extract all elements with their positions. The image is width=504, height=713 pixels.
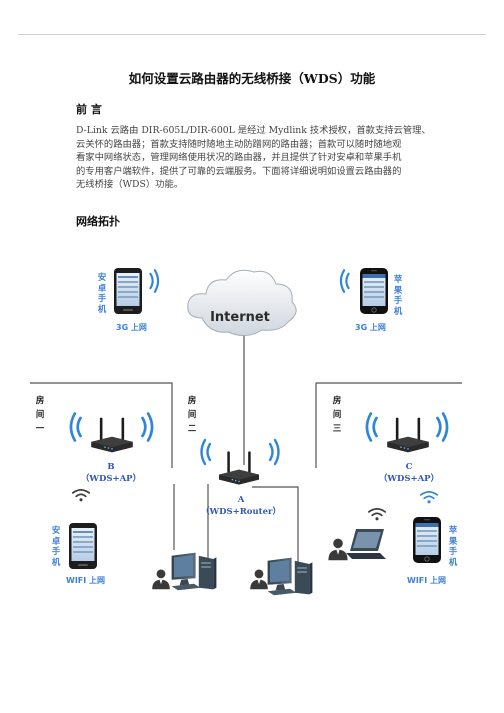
router-b-caption: B （WDS+AP） [51,461,171,485]
wifi-waves-icon [149,269,160,293]
apple-top-label: 苹果手机 [393,274,403,316]
router-c-name: C [405,462,413,472]
preface-line: D-Link 云路由 DIR-605L/DIR-600L 是经过 Mydlink… [76,125,431,136]
android-bottom-caption: WIFI 上网 [66,576,106,585]
router-a-caption: A （WDS+Router） [181,494,301,518]
room-two-label: 房间二 [187,395,197,433]
router-a-name: A [237,495,245,505]
wifi-waves-icon [436,412,449,442]
network-cables [30,328,462,565]
router-b-role: （WDS+AP） [80,474,142,484]
topology-heading: 网络拓扑 [76,215,120,228]
header-rule [18,34,486,35]
router-a-icon [219,451,259,485]
wifi-waves-icon [419,490,439,505]
wifi-waves-icon [365,412,378,442]
router-c-role: （WDS+AP） [378,474,440,484]
router-b-name: B [107,462,115,472]
preface-line: 无线桥接（WDS）功能。 [76,179,184,191]
user-icon [250,569,268,590]
document-title: 如何设置云路由器的无线桥接（WDS）功能 [128,71,376,86]
internet-label: Internet [210,310,270,325]
iphone-icon [412,516,442,564]
iphone-icon [359,267,389,315]
android-top-label: 安卓手机 [97,272,107,314]
wifi-waves-icon [268,438,280,466]
room-three-label: 房间三 [332,395,342,433]
apple-bottom-caption: WIFI 上网 [407,576,447,585]
router-c-icon [387,417,429,453]
android-top-caption: 3G 上网 [116,323,147,332]
android-bottom-label: 安卓手机 [51,525,61,567]
desktop-pc-icon [267,557,313,596]
wifi-waves-icon [367,507,387,522]
apple-top-caption: 3G 上网 [355,323,386,332]
android-phone-icon [69,523,97,569]
desktop-pc-icon [171,552,217,591]
wifi-waves-icon [339,269,350,293]
room-one-label: 房间一 [35,395,45,433]
preface-paragraph: D-Link 云路由 DIR-605L/DIR-600L 是经过 Mydlink… [76,124,432,192]
apple-bottom-label: 苹果手机 [448,525,458,567]
preface-line: 云关怀的路由器；首款支持随时随地主动防蹭网的路由器；首款可以随时随地观 [76,138,402,150]
wifi-waves-icon [71,488,91,503]
preface-line: 的专用客户端软件，提供了可靠的云端服务。下面将详细说明如设置云路由器的 [76,165,402,177]
wifi-waves-icon [200,438,212,466]
wifi-waves-icon [69,412,82,442]
router-b-icon [91,417,133,453]
user-icon [328,538,348,561]
internet-cloud-icon [187,269,297,336]
android-phone-icon [114,268,142,314]
preface-heading: 前 言 [76,103,102,116]
laptop-icon [346,529,386,559]
router-c-caption: C （WDS+AP） [349,461,469,485]
wifi-waves-icon [141,412,154,442]
preface-line: 看家中网络状态，管理网络使用状况的路由器，并且提供了针对安卓和苹果手机 [76,152,402,164]
user-icon [152,569,170,590]
router-a-role: （WDS+Router） [201,507,281,517]
